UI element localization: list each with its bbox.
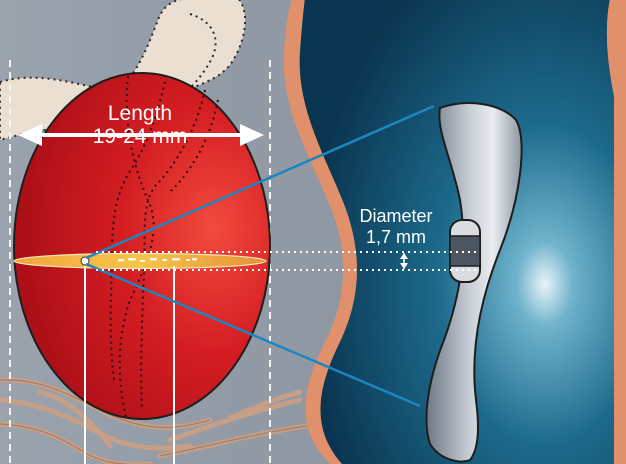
tumor — [13, 72, 271, 420]
diameter-title: Diameter — [359, 206, 432, 226]
length-value: 19-24 mm — [93, 125, 188, 148]
length-title: Length — [108, 102, 172, 125]
pointer-line-top — [85, 104, 435, 260]
diameter-value: 1,7 mm — [366, 227, 426, 247]
pointer-line-bottom — [85, 262, 421, 408]
needle-core — [13, 252, 267, 270]
length-arrow — [18, 124, 264, 146]
diameter-arrow — [400, 253, 408, 269]
